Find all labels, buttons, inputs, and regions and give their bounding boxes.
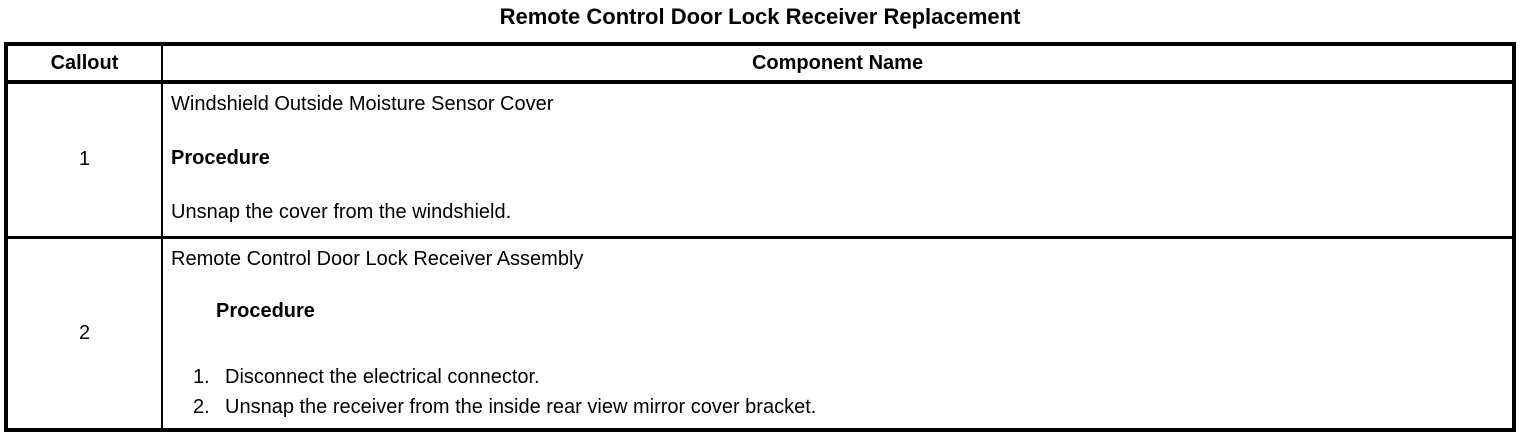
- callout-number: 1: [78, 148, 91, 171]
- callout-component-table: Callout Component Name 1 Windshield Outs…: [4, 42, 1516, 432]
- page-title: Remote Control Door Lock Receiver Replac…: [499, 4, 1021, 29]
- step-number: 2.: [193, 395, 210, 418]
- component-cell: Windshield Outside Moisture Sensor Cover…: [161, 82, 1514, 237]
- procedure-step-text: Unsnap the cover from the windshield.: [171, 201, 512, 223]
- component-name-text: Windshield Outside Moisture Sensor Cover: [171, 93, 554, 115]
- procedure-steps-list: 1. Disconnect the electrical connector. …: [171, 362, 1502, 422]
- step-text: Unsnap the receiver from the inside rear…: [225, 395, 817, 418]
- component-cell: Remote Control Door Lock Receiver Assemb…: [161, 235, 1514, 430]
- list-item: 2. Unsnap the receiver from the inside r…: [171, 392, 1502, 422]
- step-text: Disconnect the electrical connector.: [225, 365, 540, 388]
- component-name-text: Remote Control Door Lock Receiver Assemb…: [171, 247, 584, 270]
- column-header-callout: Callout: [6, 44, 162, 84]
- table-row: 2 Remote Control Door Lock Receiver Asse…: [6, 235, 1514, 430]
- table-header-row: Callout Component Name: [6, 44, 1514, 84]
- step-number: 1.: [193, 365, 210, 388]
- table-row: 1 Windshield Outside Moisture Sensor Cov…: [6, 82, 1514, 237]
- callout-number: 2: [6, 235, 162, 430]
- procedure-label: Procedure: [216, 299, 315, 322]
- column-header-component-name: Component Name: [161, 44, 1514, 84]
- list-item: 1. Disconnect the electrical connector.: [171, 362, 1502, 392]
- procedure-label: Procedure: [171, 147, 270, 169]
